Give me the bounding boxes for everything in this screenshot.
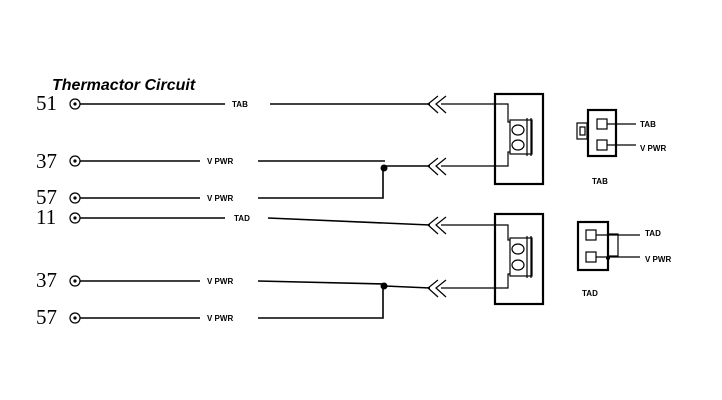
pin-number: 51 bbox=[36, 91, 57, 115]
pin-number: 11 bbox=[36, 205, 56, 229]
connector-chevrons-icon bbox=[427, 216, 500, 298]
wire-label: V PWR bbox=[207, 277, 233, 286]
pin-number: 37 bbox=[36, 149, 57, 173]
junction-dot bbox=[380, 282, 388, 290]
connector-tad-icon bbox=[576, 220, 640, 272]
connector-pin-label: V PWR bbox=[640, 144, 666, 153]
wire-label: TAB bbox=[232, 100, 248, 109]
pin-number: 57 bbox=[36, 305, 57, 329]
pin-number: 37 bbox=[36, 268, 57, 292]
wire-vpwr bbox=[258, 286, 384, 319]
wire-tad bbox=[267, 217, 431, 226]
pin-number: 57 bbox=[36, 185, 57, 209]
wire-vpwr bbox=[257, 280, 386, 285]
terminal-icon bbox=[69, 192, 81, 204]
wire-label: V PWR bbox=[207, 314, 233, 323]
connector-pin-label: TAB bbox=[640, 120, 656, 129]
connector-pin-label: TAD bbox=[645, 229, 661, 238]
terminal-icon bbox=[69, 275, 81, 287]
terminal-icon bbox=[69, 98, 81, 110]
connector-tab-icon bbox=[576, 108, 636, 158]
connector-caption: TAB bbox=[592, 177, 608, 186]
wire-label: TAD bbox=[234, 214, 250, 223]
solenoid-tad-icon bbox=[493, 212, 545, 306]
wire-label: V PWR bbox=[207, 194, 233, 203]
terminal-icon bbox=[69, 312, 81, 324]
junction-dot bbox=[380, 164, 388, 172]
terminal-icon bbox=[69, 212, 81, 224]
diagram-title: Thermactor Circuit bbox=[52, 77, 196, 94]
terminal-icon bbox=[69, 155, 81, 167]
connector-pin-label: V PWR bbox=[645, 255, 671, 264]
solenoid-tab-icon bbox=[493, 92, 545, 186]
wire-label: V PWR bbox=[207, 157, 233, 166]
connector-caption: TAD bbox=[582, 289, 598, 298]
wire-vpwr bbox=[258, 165, 385, 199]
wire-vpwr bbox=[384, 285, 431, 289]
connector-chevrons-icon bbox=[427, 95, 500, 176]
